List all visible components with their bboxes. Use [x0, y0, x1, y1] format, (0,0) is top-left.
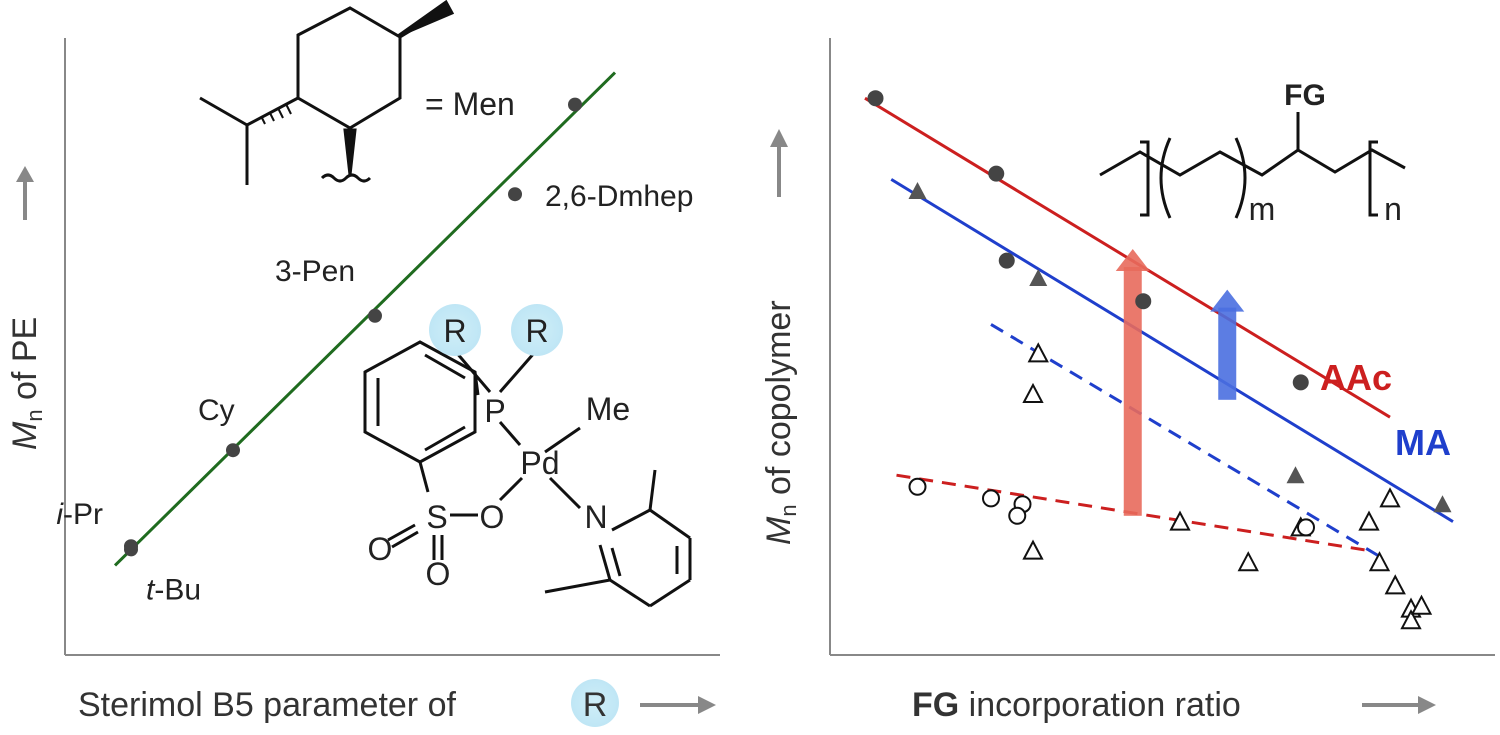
- right-fit-line-2: [990, 323, 1381, 558]
- right-point-ma: [1433, 495, 1452, 513]
- svg-text:Mn of copolymer: Mn of copolymer: [760, 300, 801, 545]
- right-point-open-triangle: [1237, 551, 1259, 572]
- right-fit-line-1: [890, 178, 1454, 523]
- right-xlabel-fg: FG: [912, 686, 959, 724]
- catalyst-me: Me: [586, 391, 630, 427]
- right-x-axis-title: FG incorporation ratio: [912, 686, 1241, 724]
- left-point-label: t-Bu: [146, 573, 201, 606]
- men-label: = Men: [425, 86, 515, 122]
- catalyst-o-left: O: [368, 531, 393, 567]
- left-point-label: Cy: [198, 394, 235, 427]
- catalyst-pd: Pd: [520, 445, 559, 481]
- menthyl-structure: [199, 0, 455, 185]
- left-fit-line: [113, 71, 617, 567]
- polymer-fg-label: FG: [1284, 79, 1326, 112]
- polymer-n-label: n: [1384, 191, 1402, 227]
- right-y-axis-title: Mn of copolymer: [760, 129, 801, 545]
- r-highlight-circle: [571, 679, 619, 727]
- left-x-axis-title: Sterimol B5 parameter of: [78, 686, 456, 724]
- right-point-ma: [908, 182, 927, 199]
- catalyst-p: P: [484, 393, 505, 429]
- left-data-point: [226, 443, 240, 458]
- right-x-arrow-head: [1418, 696, 1436, 714]
- right-point-open-triangle: [1379, 487, 1401, 508]
- right-ylabel-sub: n: [776, 504, 801, 516]
- left-chart: Mn of PE Sterimol B5 parameter of R = Me…: [6, 0, 720, 727]
- right-chart: Mn of copolymer FG incorporation ratio F…: [760, 38, 1495, 724]
- right-point-open-circle: [908, 477, 927, 496]
- right-point-open-triangle: [1027, 342, 1049, 363]
- right-xlabel-rest: incorporation ratio: [959, 686, 1241, 724]
- left-plot-area: i-Pr t-Bu Cy 3-Pen 2,6-Dmhep: [56, 71, 693, 606]
- left-point-label: 2,6-Dmhep: [545, 180, 693, 213]
- right-point-aac: [1135, 293, 1152, 310]
- svg-text:Mn of PE: Mn of PE: [6, 317, 47, 450]
- right-point-open-triangle: [1358, 510, 1380, 531]
- left-data-point: [568, 97, 582, 112]
- catalyst-o-ring: O: [480, 499, 505, 535]
- right-point-ma: [1029, 269, 1048, 286]
- right-y-arrow-head: [770, 129, 788, 147]
- right-arrow-shaft-0: [1123, 267, 1142, 516]
- right-arrow-shaft-1: [1218, 307, 1237, 400]
- right-ylabel-rest: of copolymer: [760, 300, 798, 504]
- left-y-axis-title: Mn of PE: [6, 166, 47, 450]
- left-ylabel-sub: n: [22, 409, 47, 421]
- catalyst-s: S: [426, 499, 447, 535]
- r-highlight-right: [511, 304, 563, 356]
- right-point-open-triangle: [1400, 609, 1422, 630]
- right-ylabel-m: M: [760, 516, 798, 545]
- catalyst-r-left: R: [443, 313, 466, 349]
- right-point-open-triangle: [1368, 551, 1391, 572]
- catalyst-o-bottom: O: [426, 556, 451, 592]
- right-arrow-head-1: [1210, 289, 1245, 312]
- catalyst-structure: [363, 340, 692, 608]
- right-point-open-circle: [1008, 506, 1027, 525]
- left-data-point: [368, 308, 382, 323]
- polymer-m-label: m: [1249, 191, 1276, 227]
- catalyst-n: N: [584, 499, 607, 535]
- right-point-open-triangle: [1384, 574, 1406, 595]
- right-label-aac: AAc: [1320, 357, 1392, 398]
- right-point-open-triangle: [1410, 594, 1433, 615]
- right-point-aac: [867, 90, 884, 107]
- right-point-open-circle: [1297, 518, 1315, 537]
- right-point-open-triangle: [1022, 539, 1044, 560]
- right-arrow-head-0: [1115, 249, 1150, 271]
- right-point-aac: [998, 252, 1015, 269]
- right-point-open-triangle: [1169, 510, 1191, 531]
- left-y-arrow-head: [16, 166, 34, 182]
- right-point-ma: [1286, 466, 1305, 484]
- left-x-axis-title-r: R: [583, 686, 608, 724]
- polymer-structure: [1099, 112, 1406, 219]
- right-point-open-circle: [982, 489, 1000, 508]
- left-ylabel-m: M: [6, 421, 44, 450]
- right-point-open-triangle: [1022, 382, 1044, 403]
- left-x-arrow-head: [698, 696, 716, 714]
- left-point-label: 3-Pen: [275, 255, 355, 288]
- left-data-point: [508, 187, 522, 202]
- right-point-aac: [988, 165, 1005, 182]
- left-ylabel-rest: of PE: [6, 317, 44, 410]
- left-point-label: i-Pr: [56, 498, 103, 531]
- right-label-ma: MA: [1395, 422, 1451, 463]
- left-data-point: [124, 542, 138, 557]
- catalyst-r-right: R: [525, 313, 548, 349]
- right-point-aac: [1292, 374, 1309, 391]
- r-highlight-left: [429, 304, 481, 356]
